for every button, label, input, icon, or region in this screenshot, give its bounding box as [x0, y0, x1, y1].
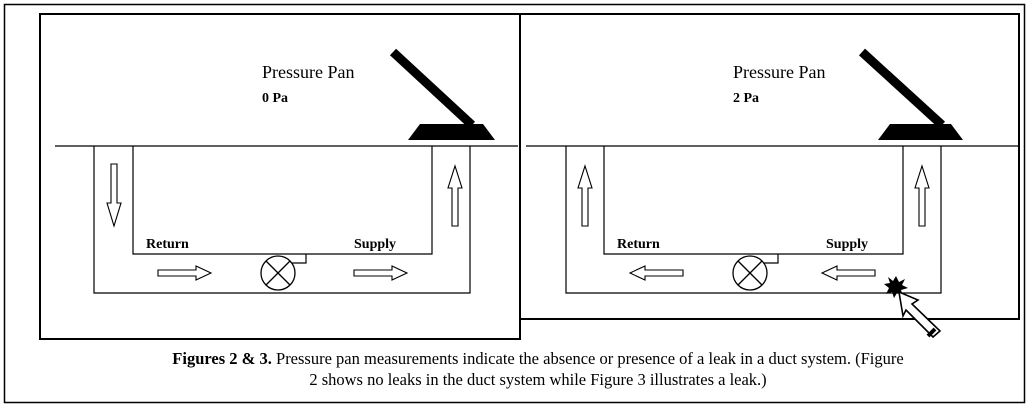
right-arrow	[157, 265, 213, 281]
pressure-pan-handle	[389, 48, 476, 129]
pressure-reading: 2 Pa	[733, 91, 759, 106]
supply-label: Supply	[354, 237, 396, 252]
figure-2: Pressure Pan 0 Pa Return Supply	[39, 13, 521, 340]
pressure-pan-title: Pressure Pan	[262, 62, 355, 82]
pressure-pan-handle	[858, 48, 946, 129]
fan-housing	[292, 254, 307, 264]
figure-3: Pressure Pan 2 Pa Return Supply	[519, 13, 1020, 339]
fan-housing	[764, 254, 779, 264]
caption-line-2: 2 shows no leaks in the duct system whil…	[309, 370, 767, 389]
up-arrow	[447, 164, 463, 227]
left-arrow	[628, 265, 684, 281]
fan-blade	[737, 260, 763, 286]
pressure-pan	[408, 124, 495, 140]
caption-line-1: Figures 2 & 3. Pressure pan measurements…	[8, 348, 1029, 369]
pressure-pan-title: Pressure Pan	[733, 62, 826, 82]
fan-blade	[265, 260, 291, 286]
figure-caption: Figures 2 & 3. Pressure pan measurements…	[8, 348, 1029, 390]
up-arrow	[914, 164, 930, 227]
left-arrow	[820, 265, 876, 281]
duct-outer-wall	[93, 146, 471, 294]
duct-inner-wall	[132, 146, 433, 255]
up-arrow	[577, 164, 593, 227]
supply-label: Supply	[826, 237, 868, 252]
caption-bold-label: Figures 2 & 3.	[172, 349, 272, 368]
down-arrow	[106, 163, 122, 228]
pointer-arrow-icon	[897, 290, 942, 339]
figure-3-border	[519, 13, 1020, 320]
leak-burst-icon	[884, 276, 908, 298]
duct-outer-wall	[565, 146, 942, 294]
return-label: Return	[146, 237, 189, 252]
right-arrow	[353, 265, 409, 281]
pressure-pan	[878, 124, 963, 140]
outer-frame	[3, 3, 1026, 404]
caption-text: Pressure pan measurements indicate the a…	[271, 349, 904, 368]
return-label: Return	[617, 237, 660, 252]
duct-inner-wall	[603, 146, 904, 255]
pressure-reading: 0 Pa	[262, 91, 288, 106]
